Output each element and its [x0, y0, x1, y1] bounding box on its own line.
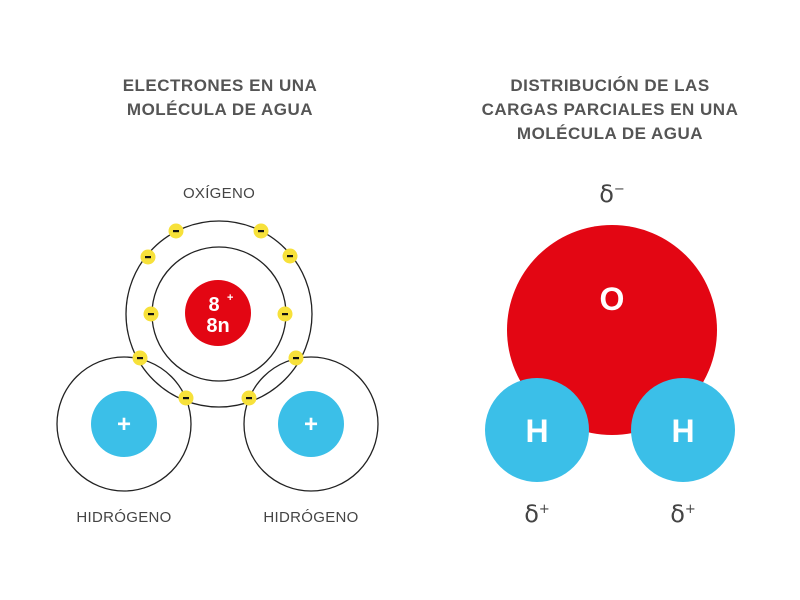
oxygen-outer-shell — [125, 220, 313, 408]
electron-minus-icon — [287, 255, 293, 258]
hydrogen-left-charge: + — [117, 411, 131, 438]
electron-minus-icon — [282, 313, 288, 316]
hydrogen-left-nucleus — [91, 391, 157, 457]
hydrogen-right-symbol: H — [671, 413, 694, 449]
right-title-line: DISTRIBUCIÓN DE LAS — [510, 76, 710, 95]
electron-minus-icon — [183, 397, 189, 400]
left-title-line: MOLÉCULA DE AGUA — [126, 100, 314, 119]
hydrogen-right-nucleus — [278, 391, 344, 457]
charge-sign: + — [538, 502, 550, 517]
electron-minus-icon — [293, 357, 299, 360]
oxygen-label: OXÍGENO — [182, 185, 256, 202]
hydrogen-left-label: HIDRÓGENO — [76, 509, 172, 526]
delta-symbol: δ — [599, 180, 614, 208]
hydrogen-left-atom — [485, 378, 589, 482]
electron-minus-icon — [148, 313, 154, 316]
left-title: ELECTRONES EN UNA MOLÉCULA DE AGUA — [60, 74, 380, 122]
oxygen-symbol: O — [600, 281, 625, 317]
hydrogen-left-partial-charge: δ+ — [507, 500, 567, 528]
electron-minus-icon — [145, 256, 151, 259]
hydrogen-left-symbol: H — [525, 413, 548, 449]
oxygen-protons-sign: + — [227, 292, 233, 304]
oxygen-neutrons: 8n — [206, 315, 229, 337]
hydrogen-right-shell — [243, 356, 379, 492]
electron-minus-icon — [246, 397, 252, 400]
electron-minus-icon — [137, 357, 143, 360]
hydrogen-right-label: HIDRÓGENO — [263, 509, 359, 526]
oxygen-nucleus — [185, 280, 251, 346]
hydrogen-left-shell — [56, 356, 192, 492]
oxygen-partial-charge: δ− — [582, 180, 642, 208]
hydrogen-right-partial-charge: δ+ — [653, 500, 713, 528]
oxygen-protons: 8 — [208, 294, 219, 316]
charge-sign: − — [613, 182, 625, 197]
electron-minus-icon — [258, 230, 264, 233]
charge-sign: + — [684, 502, 696, 517]
electron-minus-icon — [173, 230, 179, 233]
hydrogen-right-atom — [631, 378, 735, 482]
right-title: DISTRIBUCIÓN DE LAS CARGAS PARCIALES EN … — [450, 74, 770, 146]
hydrogen-right-charge: + — [304, 411, 318, 438]
right-title-line: CARGAS PARCIALES EN UNA — [481, 100, 739, 119]
delta-symbol: δ — [524, 500, 539, 528]
left-title-line: ELECTRONES EN UNA — [122, 76, 318, 95]
delta-symbol: δ — [670, 500, 685, 528]
right-title-line: MOLÉCULA DE AGUA — [516, 124, 704, 143]
